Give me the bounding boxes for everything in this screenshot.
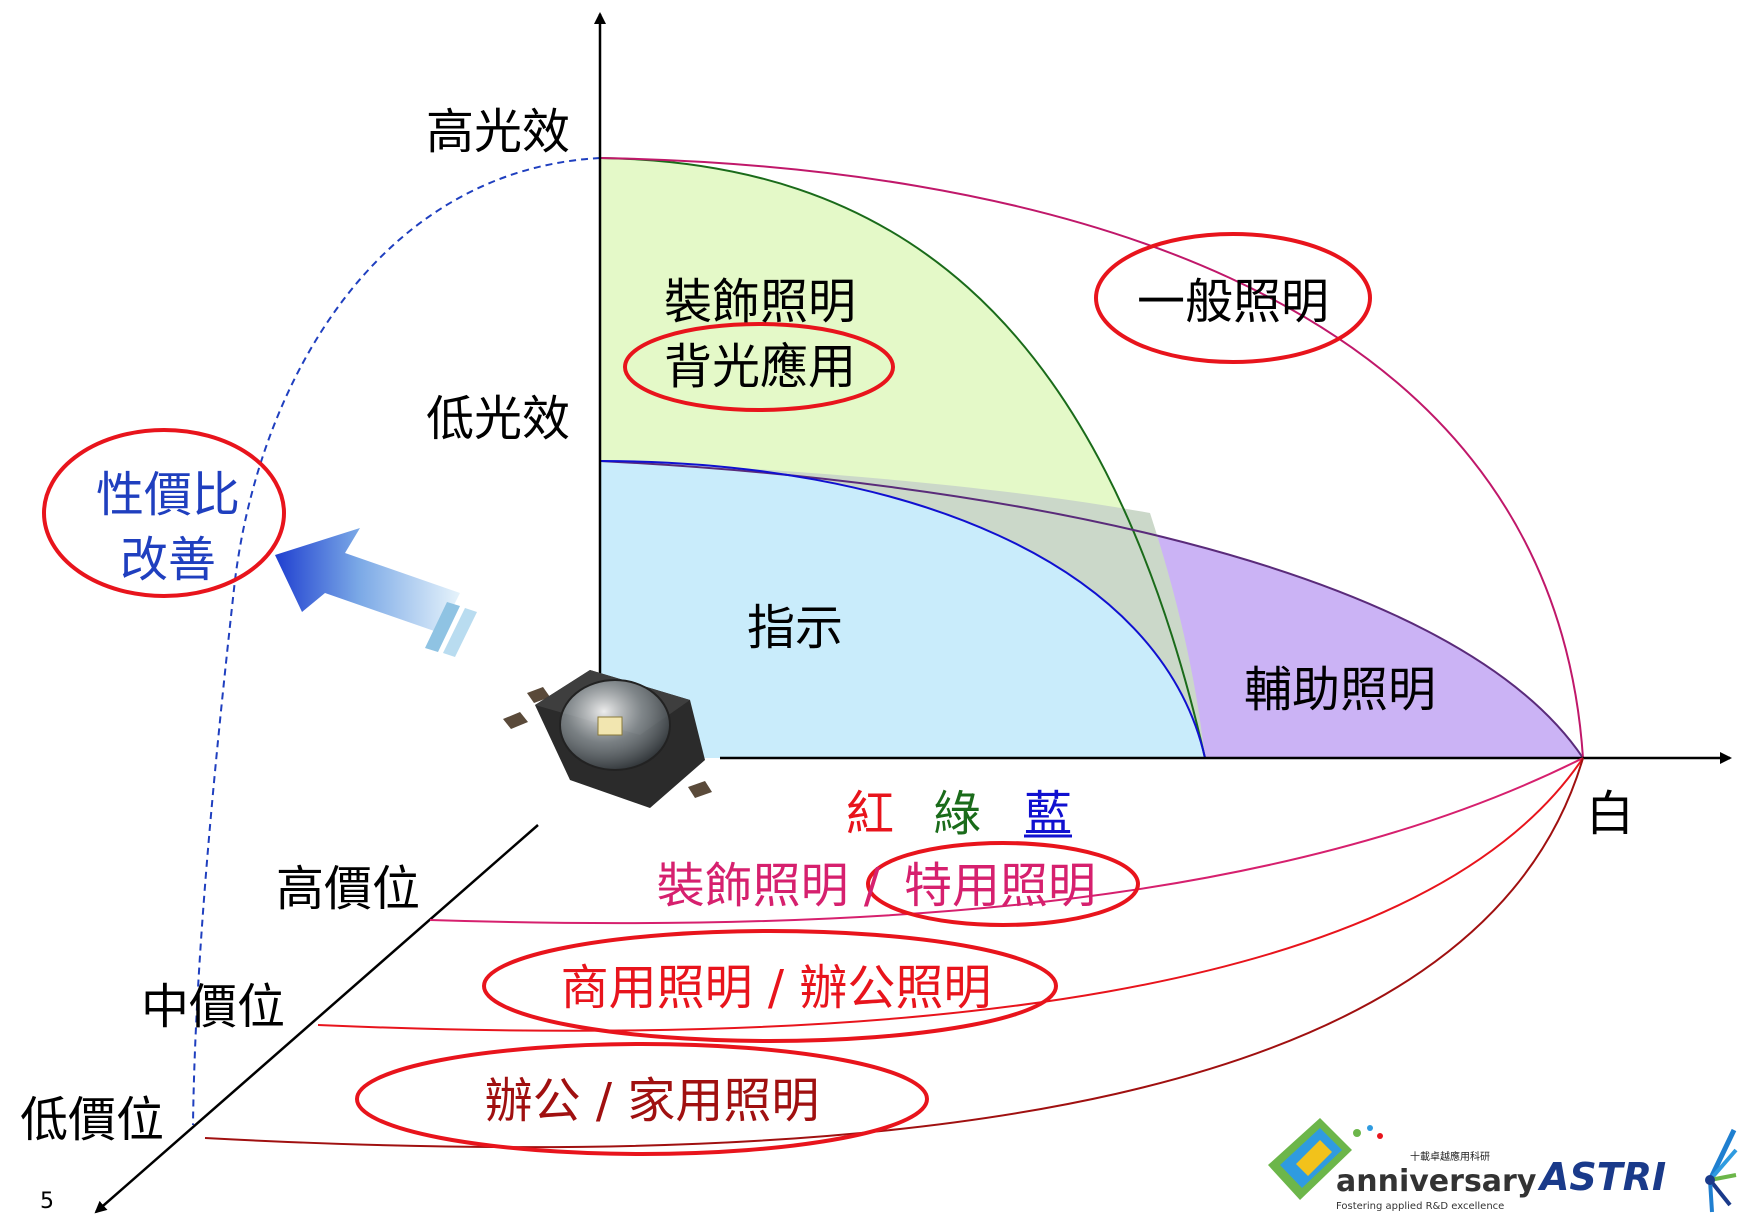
anniversary-word: anniversary bbox=[1336, 1164, 1537, 1199]
white-label: 白 bbox=[1586, 786, 1634, 842]
decor-boundary bbox=[599, 157, 1206, 759]
improvement-arrow bbox=[275, 528, 477, 657]
low-tier-label: 辦公 / 家用照明 bbox=[485, 1073, 820, 1129]
astri-burst-icon bbox=[1705, 1128, 1738, 1213]
anniversary-chinese: 十載卓越應用科研 bbox=[1410, 1150, 1490, 1163]
special-lighting-highlight bbox=[866, 841, 1140, 927]
page-number: 5 bbox=[40, 1189, 54, 1214]
high-tier-label-left: 裝飾照明 / bbox=[657, 858, 881, 914]
backlight-highlight bbox=[623, 322, 895, 412]
decor-label: 裝飾照明 bbox=[664, 274, 856, 330]
cost-performance-highlight bbox=[42, 428, 286, 598]
cost-performance-label-2: 改善 bbox=[120, 532, 216, 588]
high-price-curve bbox=[429, 757, 1584, 925]
mid-price-label: 中價位 bbox=[141, 979, 285, 1035]
backlight-label: 背光應用 bbox=[664, 339, 856, 395]
office-lighting-highlight bbox=[482, 929, 1058, 1043]
led-package-image bbox=[503, 670, 712, 808]
astri-wordmark: ASTRI bbox=[1537, 1155, 1666, 1199]
red-label: 紅 bbox=[846, 786, 894, 842]
green-label: 綠 bbox=[933, 786, 981, 842]
mid-price-curve bbox=[317, 757, 1584, 1032]
aux-lighting-label: 輔助照明 bbox=[1244, 662, 1436, 718]
astri-logo: ASTRI bbox=[1537, 1128, 1738, 1213]
mid-tier-label: 商用照明 / 辦公照明 bbox=[561, 960, 992, 1016]
indicator-boundary bbox=[599, 460, 1206, 759]
indicator-region bbox=[600, 461, 1205, 758]
cost-performance-label-1: 性價比 bbox=[96, 467, 240, 523]
low-price-label: 低價位 bbox=[20, 1092, 164, 1148]
indicator-label: 指示 bbox=[747, 600, 843, 656]
high-tier-label-right: 特用照明 bbox=[904, 858, 1096, 914]
high-price-label: 高價位 bbox=[276, 861, 420, 917]
general-lighting-label: 一般照明 bbox=[1137, 274, 1329, 330]
blue-label: 藍 bbox=[1024, 786, 1072, 842]
general-boundary bbox=[599, 157, 1584, 759]
general-lighting-highlight bbox=[1094, 232, 1372, 364]
y-high-label: 高光效 bbox=[426, 104, 570, 160]
anniversary-logo: 十載卓越應用科研 anniversary Fostering applied R… bbox=[1268, 1118, 1537, 1212]
z-axis bbox=[94, 824, 539, 1214]
anniversary-tagline: Fostering applied R&D excellence bbox=[1336, 1201, 1504, 1212]
home-lighting-highlight bbox=[355, 1042, 929, 1156]
y-low-label: 低光效 bbox=[426, 391, 570, 447]
